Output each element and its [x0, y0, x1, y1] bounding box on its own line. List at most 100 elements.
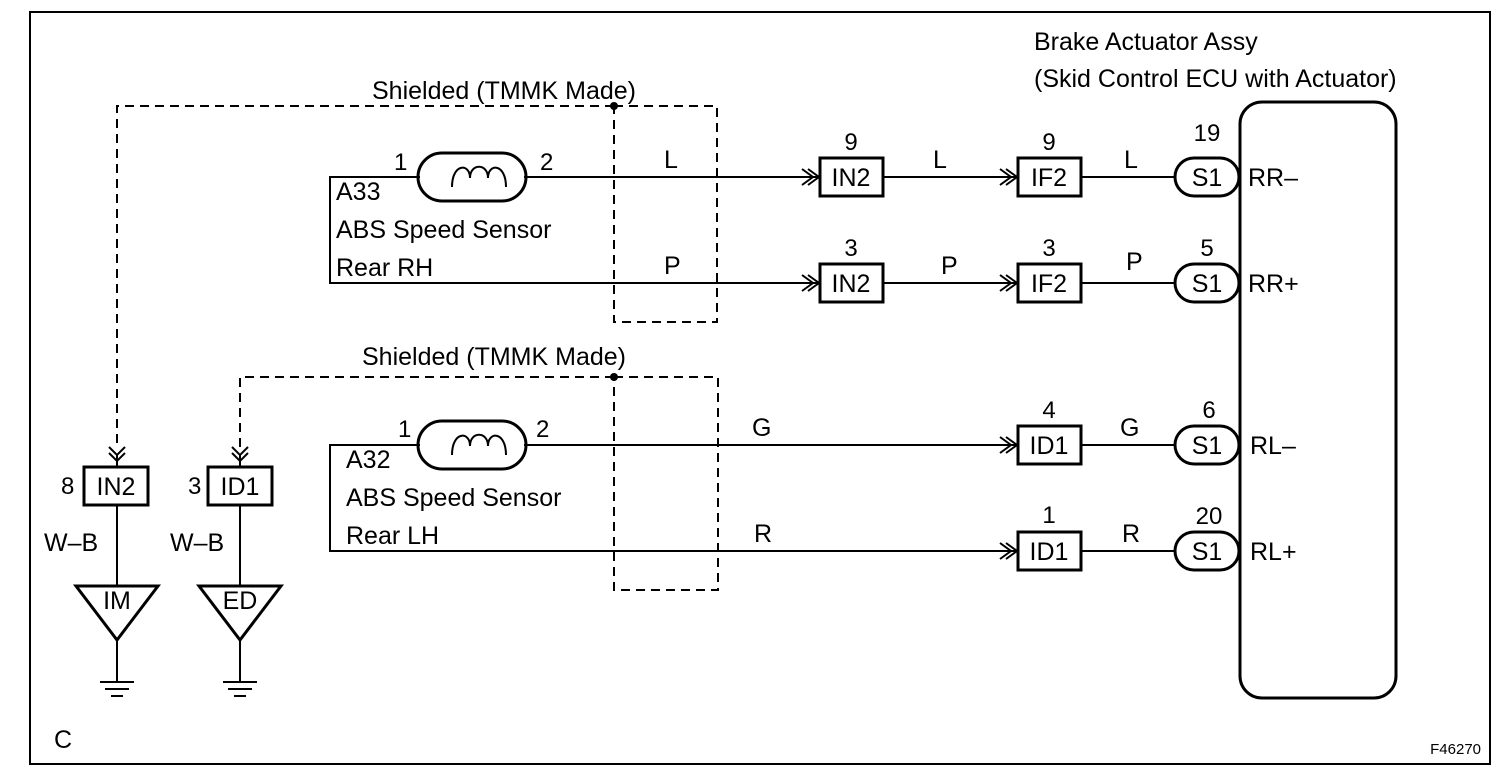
wire-color-label: L — [664, 146, 678, 174]
shield-upper: Shielded (TMMK Made) — [116, 77, 718, 447]
connector-in2-label: IN2 — [832, 270, 871, 298]
ground-im-wire-color: W–B — [44, 529, 98, 557]
signal-label: RR+ — [1248, 270, 1299, 298]
connector-id1 — [1016, 424, 1083, 466]
connector-arrow-icon — [801, 274, 815, 292]
ground-im-connector-label: IN2 — [97, 473, 136, 501]
connector-arrow-icon — [999, 274, 1013, 292]
ground-ed-pin: 3 — [188, 473, 201, 500]
connector-s1 — [1173, 156, 1241, 198]
figure-id: F46270 — [1430, 741, 1481, 758]
connector-in2 — [818, 156, 885, 198]
ground-im: IN2 8 W–B IM — [44, 446, 162, 697]
sensor-a32-pin-right: 2 — [536, 416, 549, 443]
connector-s1-pin: 5 — [1200, 235, 1213, 262]
connector-s1-label: S1 — [1192, 270, 1223, 298]
circuit-rr-minus: L IN2 9 L IF2 9 L S1 19 RR– — [664, 120, 1298, 198]
sensor-a33-pin-left: 1 — [394, 149, 407, 176]
connector-arrow-icon — [801, 168, 815, 186]
shield-upper-label: Shielded (TMMK Made) — [372, 77, 636, 105]
connector-s1-pin: 19 — [1194, 120, 1221, 147]
shield-upper-drain-wire — [116, 105, 614, 447]
shield-upper-splice-dot — [610, 102, 618, 110]
connector-arrow-icon — [231, 446, 249, 457]
wire-color-label: L — [1124, 146, 1138, 174]
connector-s1-label: S1 — [1192, 164, 1223, 192]
shield-lower-splice-dot — [610, 373, 618, 381]
connector-s1-pin: 20 — [1196, 503, 1223, 530]
signal-label: RL+ — [1250, 538, 1297, 566]
circuit-rl-minus: G ID1 4 G S1 6 RL– — [752, 397, 1296, 466]
connector-arrow-icon — [999, 436, 1013, 454]
sensor-a33: 1 2 A33 ABS Speed Sensor Rear RH — [329, 149, 1190, 284]
connector-s1 — [1173, 530, 1241, 572]
connector-s1 — [1173, 424, 1241, 466]
ground-point-ed-label: ED — [223, 587, 258, 615]
ground-ed-connector-label: ID1 — [221, 473, 260, 501]
connector-id1-pin: 1 — [1042, 502, 1055, 529]
shield-lower-label: Shielded (TMMK Made) — [362, 343, 626, 371]
connector-id1-label: ID1 — [1030, 538, 1069, 566]
connector-in2-pin: 9 — [844, 129, 857, 156]
connector-arrow-icon — [999, 542, 1013, 560]
ground-point-ed — [195, 584, 285, 643]
wire-color-label: R — [1122, 520, 1140, 548]
actuator-subtitle: (Skid Control ECU with Actuator) — [1034, 65, 1397, 93]
wire-color-label: R — [754, 520, 772, 548]
connector-if2-label: IF2 — [1031, 270, 1067, 298]
connector-arrow-icon — [108, 446, 126, 457]
coil-icon — [451, 165, 507, 188]
sensor-a33-code: A33 — [336, 178, 380, 206]
wire-color-label: P — [664, 252, 681, 280]
shield-lower-drain-wire — [239, 376, 614, 447]
connector-in2 — [818, 262, 885, 304]
ground-point-im — [72, 584, 162, 643]
wire-color-label: G — [1120, 414, 1139, 442]
sensor-a32-name: ABS Speed Sensor — [346, 484, 561, 512]
brake-actuator-assy: Brake Actuator Assy (Skid Control ECU wi… — [1034, 28, 1398, 700]
connector-s1-label: S1 — [1192, 432, 1223, 460]
shield-upper-box — [613, 105, 718, 323]
wire-color-label: L — [933, 146, 947, 174]
signal-label: RR– — [1248, 164, 1298, 192]
actuator-body — [1238, 100, 1398, 700]
sensor-a33-position: Rear RH — [336, 254, 433, 282]
coil-icon — [451, 433, 507, 456]
connector-if2-label: IF2 — [1031, 164, 1067, 192]
wire-color-label: G — [752, 414, 771, 442]
connector-s1-label: S1 — [1192, 538, 1223, 566]
sensor-a32-code: A32 — [346, 446, 390, 474]
sensor-a33-wire-p — [329, 176, 1190, 284]
ground-ed-wire-color: W–B — [170, 529, 224, 557]
actuator-title: Brake Actuator Assy — [1034, 28, 1258, 56]
shield-lower: Shielded (TMMK Made) — [239, 343, 719, 591]
connector-s1-pin: 6 — [1202, 397, 1215, 424]
circuit-rr-plus: P IN2 3 P IF2 3 P S1 5 RR+ — [664, 235, 1299, 304]
circuit-rl-plus: R ID1 1 R S1 20 RL+ — [754, 502, 1297, 572]
connector-arrow-icon — [999, 168, 1013, 186]
connector-if2 — [1016, 156, 1083, 198]
sensor-a32-wire-r — [329, 444, 1190, 552]
sensor-a33-name: ABS Speed Sensor — [336, 216, 551, 244]
sensor-a32-position: Rear LH — [346, 522, 439, 550]
connector-if2 — [1016, 262, 1083, 304]
ground-im-pin: 8 — [61, 473, 74, 500]
connector-s1 — [1173, 262, 1241, 304]
connector-id1-pin: 4 — [1042, 397, 1055, 424]
wire-color-label: P — [941, 252, 958, 280]
connector-if2-pin: 9 — [1042, 129, 1055, 156]
sensor-a32: 1 2 A32 ABS Speed Sensor Rear LH — [329, 416, 1190, 552]
sensor-a32-body — [416, 419, 528, 471]
connector-in2-label: IN2 — [832, 164, 871, 192]
signal-label: RL– — [1250, 432, 1296, 460]
sensor-a33-body — [416, 151, 528, 203]
diagram-frame — [29, 11, 1491, 765]
connector-if2-pin: 3 — [1042, 235, 1055, 262]
connector-id1 — [206, 465, 274, 507]
connector-in2-pin: 3 — [844, 235, 857, 262]
sensor-a32-pin-left: 1 — [398, 416, 411, 443]
sensor-a33-pin-right: 2 — [540, 149, 553, 176]
corner-label: C — [54, 726, 72, 754]
connector-id1-label: ID1 — [1030, 432, 1069, 460]
ground-ed: ID1 3 W–B ED — [170, 446, 285, 697]
